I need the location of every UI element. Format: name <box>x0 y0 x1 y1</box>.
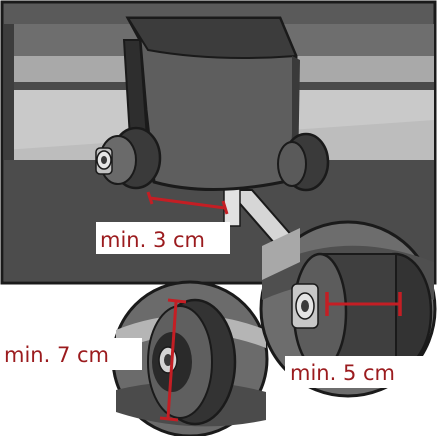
wheel-icon <box>95 126 162 190</box>
wheel-gap-label: min. 3 cm <box>96 222 230 254</box>
wheel-width-text: min. 5 cm <box>290 361 395 385</box>
gap-measure-line <box>146 191 229 215</box>
mower-body-icon <box>122 16 300 191</box>
wheel-gap-text: min. 3 cm <box>100 228 205 252</box>
wheel-diameter-label: min. 7 cm <box>2 338 142 370</box>
wheel-width-inset <box>259 220 437 398</box>
wheel-diameter-text: min. 7 cm <box>4 343 109 367</box>
wheel-width-label: min. 5 cm <box>285 356 423 388</box>
wheel-icon <box>277 132 330 192</box>
